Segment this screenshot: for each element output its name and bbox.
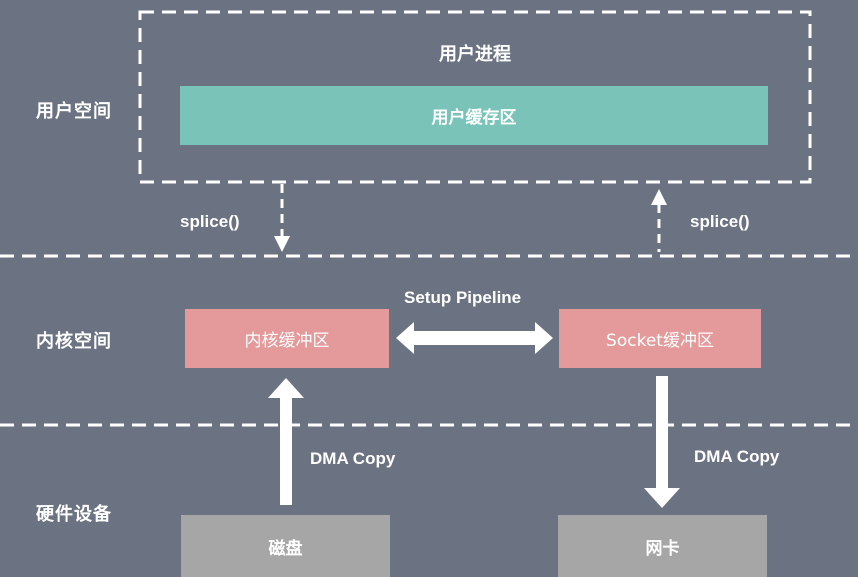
pipeline-double-arrow [396,322,553,354]
socket-buffer-box: Socket缓冲区 [559,309,761,368]
user-buffer-box: 用户缓存区 [180,86,768,145]
dma-up-arrow [268,378,304,505]
layer-label-user-space: 用户空间 [36,101,112,122]
disk-box: 磁盘 [181,515,390,577]
layer-label-hardware: 硬件设备 [36,504,112,525]
splice-up-label: splice() [690,212,750,231]
nic-box: 网卡 [558,515,767,577]
kernel-buffer-label: 内核缓冲区 [244,331,330,351]
dma-copy-right-label: DMA Copy [694,447,780,466]
layer-label-kernel-space: 内核空间 [36,331,112,352]
dma-copy-left-label: DMA Copy [310,449,396,468]
disk-label: 磁盘 [268,538,303,559]
user-buffer-label: 用户缓存区 [431,108,517,128]
splice-up-arrow [651,189,667,252]
splice-down-label: splice() [180,212,240,231]
nic-label: 网卡 [645,538,680,559]
dma-down-arrow [644,376,680,508]
socket-buffer-label: Socket缓冲区 [606,331,714,351]
user-process-title: 用户进程 [439,44,511,65]
pipeline-label: Setup Pipeline [404,288,522,307]
kernel-buffer-box: 内核缓冲区 [185,309,389,368]
user-process-border [138,10,812,184]
splice-down-arrow [274,184,290,252]
